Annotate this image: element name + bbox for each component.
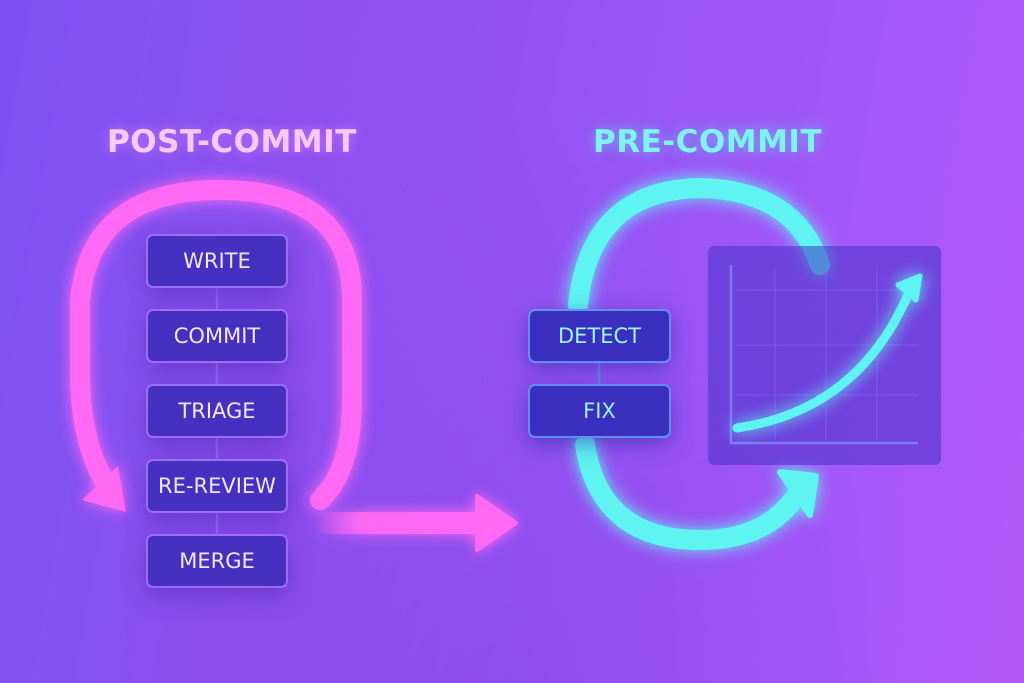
growth-arrowhead (895, 273, 923, 303)
pre-commit-arrowhead (777, 469, 819, 518)
chart-axes (729, 265, 918, 445)
post-commit-arrowhead (82, 466, 126, 512)
step-fix: FIX (528, 384, 671, 438)
step-re-review: RE-REVIEW (146, 459, 288, 513)
step-triage: TRIAGE (146, 384, 288, 438)
transition-arrow (315, 494, 518, 552)
post-commit-loop-arrow (70, 179, 362, 512)
step-detect: DETECT (528, 309, 671, 363)
pre-commit-cycle-arrow (568, 177, 830, 551)
growth-curve (732, 273, 923, 433)
chart-grid (735, 268, 918, 442)
step-merge: MERGE (146, 534, 288, 588)
pre-commit-title: PRE-COMMIT (593, 124, 823, 160)
step-write: WRITE (146, 234, 288, 288)
step-commit: COMMIT (146, 309, 288, 363)
post-commit-title: POST-COMMIT (107, 124, 357, 160)
